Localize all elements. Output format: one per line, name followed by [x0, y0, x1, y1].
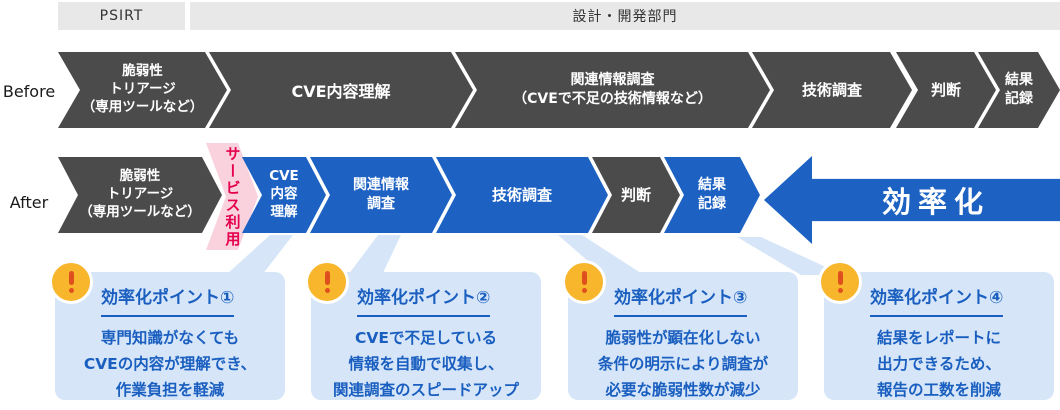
callout-point-2: 効率化ポイント② CVEで不足している 情報を自動で収集し、 関連調査のスピード… — [305, 260, 541, 400]
before-step-related-info-research: 関連情報調査 （CVEで不足の技術情報など） — [455, 52, 770, 128]
before-step-vuln-triage: 脆弱性 トリアージ （専用ツールなど） — [58, 52, 227, 128]
alert-icon — [305, 260, 349, 304]
alert-icon — [818, 260, 862, 304]
callout-title-2: 効率化ポイント② — [357, 283, 491, 317]
after-row-label: After — [9, 193, 49, 212]
callout-title-3: 効率化ポイント③ — [614, 283, 748, 317]
callout-point-1: 効率化ポイント① 専門知識がなくても CVEの内容が理解でき、 作業負担を軽減 — [49, 260, 285, 400]
exclamation-dot — [581, 288, 587, 293]
after-step-related-info-research: 関連情報 調査 — [310, 157, 452, 233]
before-row-label: Before — [2, 82, 56, 101]
efficiency-arrow-label: 効率化 — [881, 185, 990, 219]
callout-title-4: 効率化ポイント④ — [870, 283, 1004, 317]
callout-point-3: 効率化ポイント③ 脆弱性が顕在化しない 条件の明示により調査が 必要な脆弱性数が… — [562, 260, 798, 400]
callout-body-1: 専門知識がなくても CVEの内容が理解でき、 作業負担を軽減 — [83, 329, 257, 399]
exclamation-bar — [324, 271, 330, 285]
header-dept: 設計・開発部門 — [190, 2, 1060, 30]
after-step-tech-research: 技術調査 — [436, 157, 608, 233]
header-psirt: PSIRT — [58, 2, 185, 30]
exclamation-bar — [581, 271, 587, 285]
exclamation-bar — [837, 271, 843, 285]
alert-icon — [49, 260, 93, 304]
exclamation-bar — [68, 271, 74, 285]
exclamation-dot — [68, 288, 74, 293]
exclamation-dot — [324, 288, 330, 293]
callout-point-4: 効率化ポイント④ 結果をレポートに 出力できるため、 報告の工数を削減 — [818, 260, 1054, 400]
callout-title-1: 効率化ポイント① — [101, 283, 235, 317]
callout-body-2: CVEで不足している 情報を自動で収集し、 関連調査のスピードアップ — [332, 329, 519, 399]
exclamation-dot — [837, 288, 843, 293]
service-use-label: サービス利用 — [223, 145, 242, 248]
callout-tail-2 — [348, 235, 401, 275]
callout-body-3: 脆弱性が顕在化しない 条件の明示により調査が 必要な脆弱性数が減少 — [597, 329, 769, 399]
callout-body-4: 結果をレポートに 出力できるため、 報告の工数を削減 — [876, 329, 1001, 399]
alert-icon — [562, 260, 606, 304]
before-step-tech-research: 技術調査 — [752, 52, 912, 128]
before-step-cve-understanding: CVE内容理解 — [209, 52, 473, 128]
efficiency-arrow: 効率化 — [764, 156, 1060, 244]
after-step-vuln-triage: 脆弱性 トリアージ （専用ツールなど） — [58, 157, 222, 233]
